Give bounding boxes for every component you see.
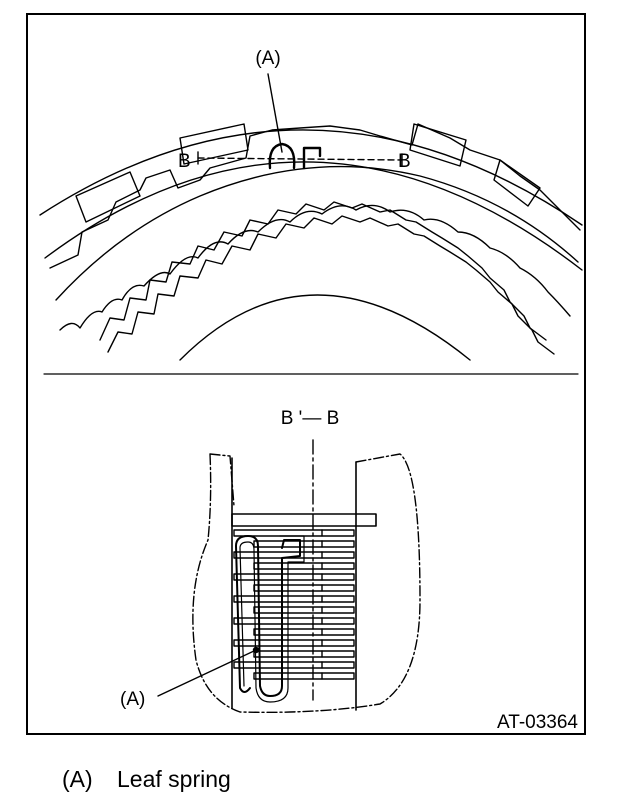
clutch-pack [233, 529, 355, 680]
plate-lug [493, 159, 541, 207]
section-view: B '— B (A) [120, 408, 421, 714]
outer-ring-arc [44, 161, 583, 271]
callout-label-top: (A) [255, 48, 280, 69]
callout-label-bottom: (A) [120, 689, 145, 710]
clutch-plate [233, 573, 355, 581]
plate-inner-edge [55, 165, 579, 301]
clutch-plate [253, 650, 355, 658]
leader-dot [252, 646, 260, 654]
clutch-plate [233, 617, 355, 625]
splined-hub-inner [107, 215, 555, 355]
clutch-plate-teeth [49, 123, 581, 269]
legend-key: (A) [62, 766, 93, 792]
clutch-plate [233, 661, 355, 669]
leaf-spring-icon [268, 142, 296, 170]
clutch-plate [253, 672, 355, 680]
legend-text: Leaf spring [117, 766, 231, 792]
retaining-flange [231, 513, 377, 527]
clutch-plate [233, 529, 355, 537]
splined-hub-outer [99, 201, 547, 341]
section-title: B '— B [281, 408, 340, 429]
section-label-start: B [178, 151, 191, 172]
clutch-plate [253, 584, 355, 592]
figure-frame [26, 13, 586, 735]
leaf-spring-section-inner [239, 535, 305, 703]
clutch-plate [253, 606, 355, 614]
clutch-plate [253, 562, 355, 570]
plate-lug [179, 123, 249, 165]
legend: (A) Leaf spring [62, 766, 231, 793]
clutch-plate [253, 628, 355, 636]
clutch-plate [233, 639, 355, 647]
plate-lug [409, 123, 467, 167]
hub-bore [179, 294, 471, 361]
spring-retainer [302, 146, 322, 170]
section-line [197, 157, 403, 161]
leaf-spring-section [235, 535, 301, 697]
callout-leader-top [267, 73, 283, 153]
clutch-plate [233, 595, 355, 603]
top-ring-view: (A) B B [39, 48, 583, 361]
plate-lug [75, 171, 141, 223]
snap-ring-edge [59, 204, 571, 331]
callout-leader-bottom [157, 649, 257, 697]
outer-housing-arc [39, 129, 583, 226]
section-label-end: B [398, 151, 411, 172]
figure-id: AT-03364 [497, 712, 578, 733]
clutch-plate [233, 551, 355, 559]
